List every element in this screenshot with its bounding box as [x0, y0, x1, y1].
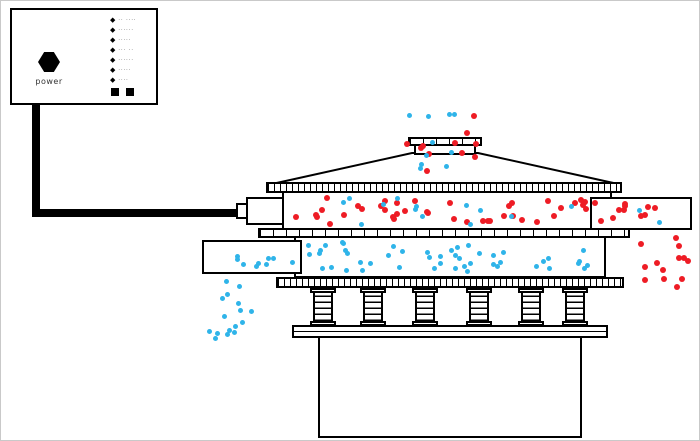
- ultrasonic-transducer: [246, 197, 288, 225]
- switch-square: [111, 88, 119, 96]
- blue-particle: [214, 331, 220, 337]
- red-particle: [654, 260, 661, 267]
- diamond-bullet-icon: ◆: [110, 55, 116, 64]
- inlet-neck: [414, 146, 476, 155]
- upper-deck: [282, 191, 612, 230]
- spring-3: [412, 288, 438, 326]
- indicator-list: ◆·· ····◆······◆·····◆··· ··◆······◆····…: [110, 15, 137, 85]
- diamond-bullet-icon: ◆: [110, 65, 116, 74]
- blue-particle: [419, 162, 425, 168]
- indicator-label: ······: [118, 27, 134, 33]
- blue-particle: [227, 328, 233, 334]
- blue-particle: [224, 291, 230, 297]
- red-particle: [660, 267, 667, 274]
- diamond-bullet-icon: ◆: [110, 25, 116, 34]
- power-cable-horizontal: [32, 209, 250, 217]
- indicator-label: ··· ··: [118, 47, 134, 53]
- power-label: power: [35, 77, 63, 86]
- red-particle: [642, 277, 648, 284]
- spring-4: [466, 288, 492, 326]
- blue-particle: [446, 111, 452, 117]
- diamond-bullet-icon: ◆: [110, 45, 116, 54]
- power-cable-vertical: [32, 104, 40, 217]
- red-particle: [680, 255, 687, 262]
- red-particle: [637, 240, 644, 247]
- blue-particle: [418, 166, 423, 172]
- blue-particle: [232, 330, 238, 336]
- red-particle: [685, 257, 692, 264]
- indicator-row: ◆·····: [110, 65, 137, 75]
- blue-particle: [212, 336, 218, 342]
- red-particle: [470, 113, 477, 120]
- spring-2: [360, 288, 386, 326]
- right-outlet: [590, 197, 692, 230]
- blue-particle: [238, 307, 244, 313]
- red-particle: [675, 242, 682, 249]
- blue-particle: [451, 112, 457, 118]
- control-box: power ◆·· ····◆······◆·····◆··· ··◆·····…: [10, 8, 158, 105]
- blue-particle: [235, 301, 241, 307]
- spring-5: [518, 288, 544, 326]
- red-particle: [673, 283, 680, 290]
- blue-particle: [407, 113, 413, 119]
- diamond-bullet-icon: ◆: [110, 35, 116, 44]
- blue-particle: [249, 309, 255, 315]
- blue-particle: [223, 278, 229, 284]
- bottom-flange-band: [276, 277, 624, 288]
- spring-1: [310, 288, 336, 326]
- power-button: [38, 52, 60, 72]
- blue-particle: [239, 320, 245, 326]
- blue-particle: [236, 283, 242, 289]
- left-outlet: [202, 240, 302, 274]
- red-particle: [641, 264, 648, 271]
- indicator-row: ◆······: [110, 25, 137, 35]
- indicator-label: ····: [118, 77, 129, 83]
- red-particle: [676, 254, 683, 261]
- red-particle: [672, 234, 679, 241]
- indicator-row: ◆·····: [110, 35, 137, 45]
- red-particle: [472, 154, 479, 161]
- diamond-bullet-icon: ◆: [110, 15, 116, 24]
- blue-particle: [443, 164, 449, 170]
- indicator-label: ·····: [118, 67, 132, 73]
- red-particle: [463, 130, 470, 137]
- blue-particle: [233, 324, 239, 330]
- base-drum: [318, 336, 582, 438]
- red-particle: [678, 275, 685, 282]
- blue-particle: [206, 329, 212, 335]
- indicator-row: ◆····: [110, 75, 137, 85]
- indicator-row: ◆······: [110, 55, 137, 65]
- indicator-label: ······: [118, 57, 134, 63]
- blue-particle: [220, 296, 226, 302]
- blue-particle: [425, 114, 431, 120]
- indicator-row: ◆··· ··: [110, 45, 137, 55]
- indicator-label: ·· ····: [118, 17, 137, 23]
- blue-particle: [222, 314, 228, 320]
- red-particle: [661, 275, 668, 282]
- switch-row: [111, 88, 134, 96]
- spring-6: [562, 288, 588, 326]
- indicator-row: ◆·· ····: [110, 15, 137, 25]
- switch-square: [126, 88, 134, 96]
- lower-deck: [294, 236, 606, 278]
- indicator-label: ·····: [118, 37, 132, 43]
- inlet-cap: [408, 137, 482, 146]
- red-particle: [423, 168, 430, 175]
- blue-particle: [225, 332, 231, 338]
- diamond-bullet-icon: ◆: [110, 75, 116, 84]
